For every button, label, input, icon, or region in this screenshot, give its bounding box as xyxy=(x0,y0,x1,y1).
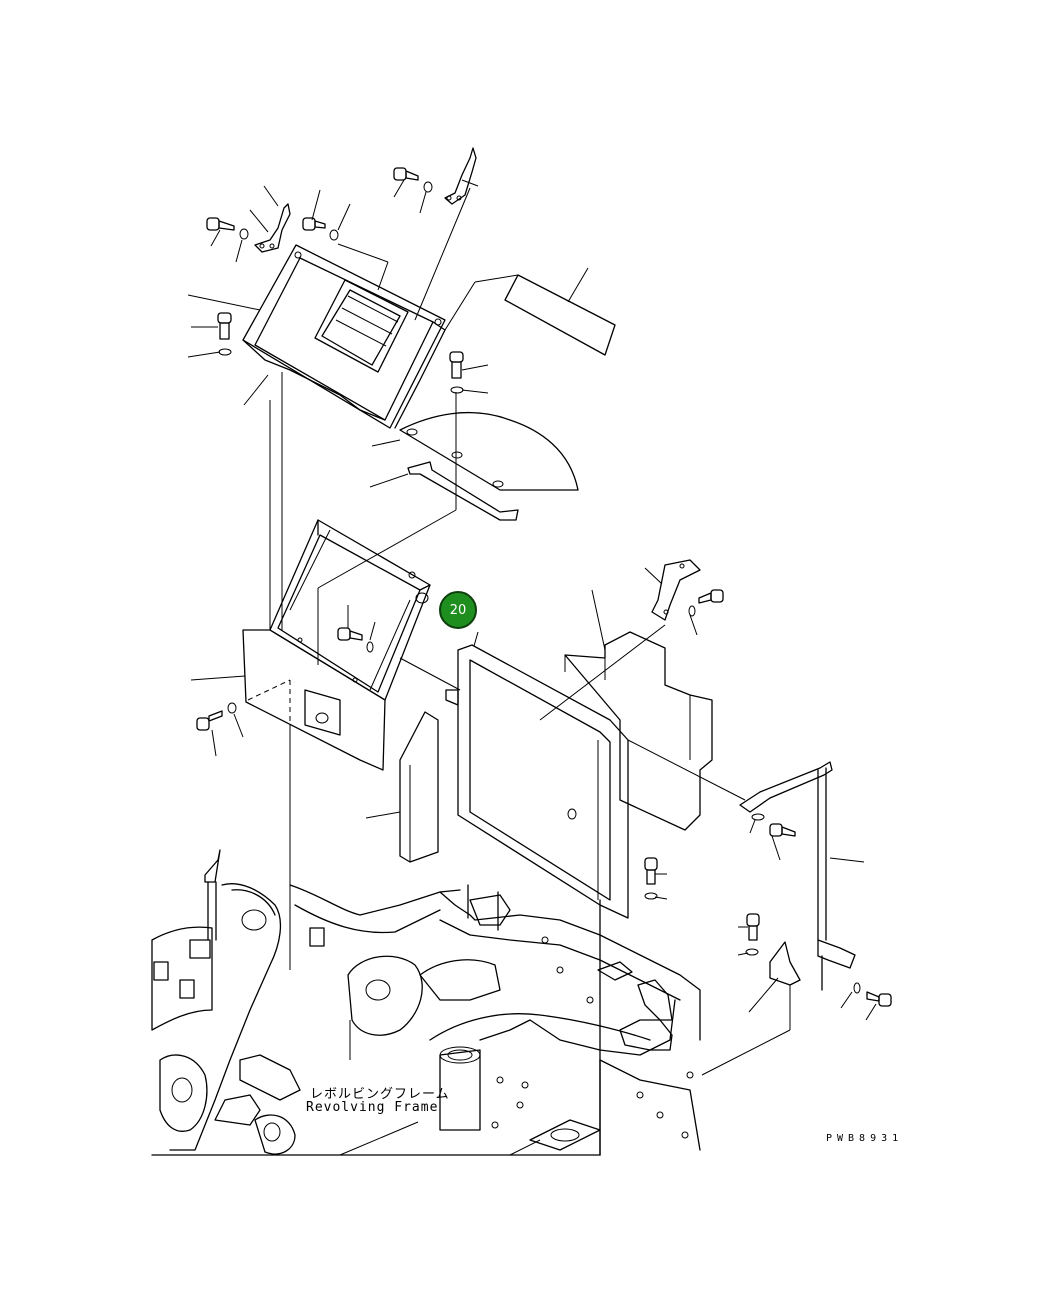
side-cover-panel xyxy=(445,631,629,919)
top-hinge-right xyxy=(444,147,477,205)
drawing-code: PWB8931 xyxy=(826,1133,904,1144)
leader-lines-top xyxy=(187,179,489,406)
top-hinge-left xyxy=(254,203,291,253)
insulation-pad-top xyxy=(444,267,616,356)
top-cover-panel xyxy=(242,244,446,429)
right-support-rod xyxy=(627,739,892,1021)
frame-label-english: Revolving Frame xyxy=(306,1100,439,1115)
right-lower-bracket xyxy=(644,857,801,1076)
revolving-frame-base xyxy=(151,730,701,1156)
stepped-insulation-board xyxy=(564,589,713,831)
frame-label-japanese: レボルビングフレーム xyxy=(310,1087,450,1102)
small-mounting-bracket xyxy=(539,559,724,721)
vertical-foam-pad xyxy=(365,711,439,863)
bracket-strip xyxy=(317,392,519,665)
bolt-set-middle xyxy=(190,605,376,757)
callout-marker-20[interactable]: 20 xyxy=(439,591,477,629)
curved-cover-sheet xyxy=(371,411,579,491)
bolt-set-top xyxy=(206,167,464,394)
center-support-frame xyxy=(242,372,461,771)
